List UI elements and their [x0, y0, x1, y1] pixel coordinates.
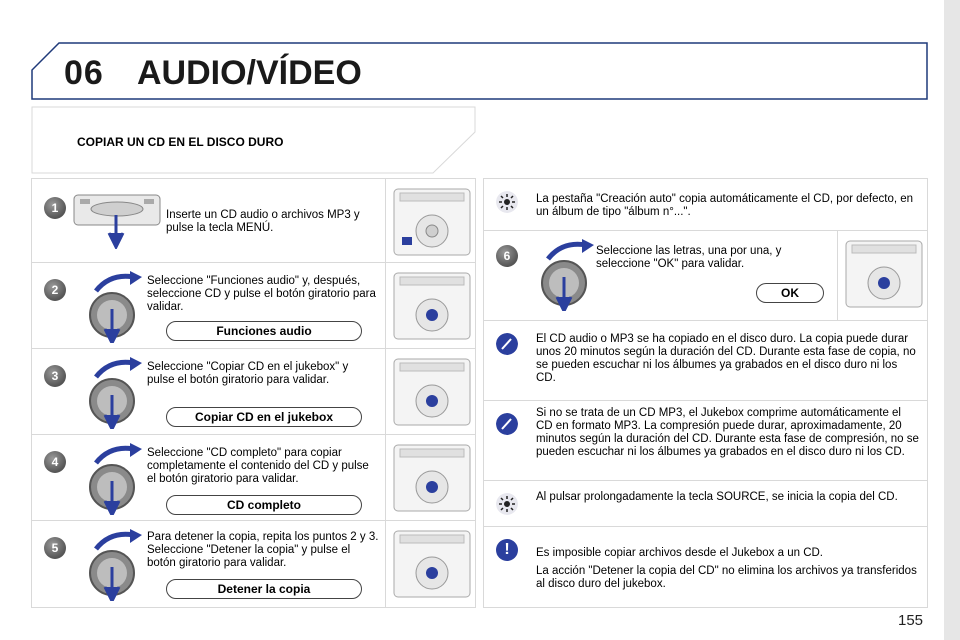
step-number-badge: 4: [44, 451, 66, 473]
step-row-2: 2 Seleccione "Funciones audio" y, despué…: [32, 263, 475, 349]
step-number-badge: 1: [44, 197, 66, 219]
notes-panel: La pestaña "Creación auto" copia automát…: [483, 178, 928, 608]
tip-sun-icon: [496, 191, 518, 213]
console-panel-icon: [393, 358, 471, 426]
note-pen-icon: [496, 413, 518, 435]
note-row-compress: Si no se trata de un CD MP3, el Jukebox …: [484, 401, 927, 481]
rotary-knob-icon: [89, 271, 142, 343]
step-number-badge: 5: [44, 537, 66, 559]
step-number-badge: 6: [496, 245, 518, 267]
radio-unit-icon: [73, 194, 161, 249]
console-panel-icon: [393, 444, 471, 512]
chapter-title: AUDIO/VÍDEO: [137, 54, 362, 92]
step-number-badge: 3: [44, 365, 66, 387]
step-row-6: 6 Seleccione las letras, una por una, y …: [484, 231, 927, 321]
note-row-copy-time: El CD audio o MP3 se ha copiado en el di…: [484, 321, 927, 401]
tip-text: Al pulsar prolongadamente la tecla SOURC…: [536, 491, 898, 503]
menu-option-button[interactable]: Detener la copia: [166, 579, 362, 599]
note-pen-icon: [496, 333, 518, 355]
section-title: COPIAR UN CD EN EL DISCO DURO: [77, 135, 284, 149]
chapter-number: 06: [64, 54, 104, 92]
menu-option-button[interactable]: CD completo: [166, 495, 362, 515]
step-text: Para detener la copia, repita los puntos…: [147, 531, 379, 569]
tip-row-auto: La pestaña "Creación auto" copia automát…: [484, 179, 927, 231]
step-row-1: 1 Inserte un CD audio o archivos MP3 y p…: [32, 179, 475, 263]
note-text: El CD audio o MP3 se ha copiado en el di…: [536, 333, 916, 384]
rotary-knob-icon: [89, 357, 142, 429]
step-text: Seleccione las letras, una por una, y se…: [596, 245, 782, 270]
warning-text: Es imposible copiar archivos desde el Ju…: [536, 547, 824, 559]
menu-option-button[interactable]: Copiar CD en el jukebox: [166, 407, 362, 427]
tip-row-source: Al pulsar prolongadamente la tecla SOURC…: [484, 481, 927, 527]
rotary-knob-icon: [541, 239, 594, 311]
console-panel-icon: [393, 272, 471, 340]
warning-text: La acción "Detener la copia del CD" no e…: [536, 565, 917, 590]
step-row-5: 5 Para detener la copia, repita los punt…: [32, 521, 475, 607]
page-edge-strip: [944, 0, 960, 640]
rotary-knob-icon: [89, 443, 142, 515]
steps-panel: 1 Inserte un CD audio o archivos MP3 y p…: [31, 178, 476, 608]
menu-option-button[interactable]: Funciones audio: [166, 321, 362, 341]
tip-sun-icon: [496, 493, 518, 515]
section-title-box: [31, 106, 476, 174]
rotary-knob-icon: [89, 529, 142, 601]
note-text: Si no se trata de un CD MP3, el Jukebox …: [536, 407, 919, 458]
ok-button[interactable]: OK: [756, 283, 824, 303]
step-number-badge: 2: [44, 279, 66, 301]
step-row-3: 3 Seleccione "Copiar CD en el jukebox" y…: [32, 349, 475, 435]
console-panel-icon: [393, 530, 471, 598]
step-text: Inserte un CD audio o archivos MP3 y pul…: [166, 209, 360, 234]
page-number: 155: [898, 612, 924, 629]
step-text: Seleccione "Funciones audio" y, después,…: [147, 275, 376, 313]
console-panel-icon: [393, 188, 471, 256]
step-text: Seleccione "CD completo" para copiar com…: [147, 447, 369, 485]
step-row-4: 4 Seleccione "CD completo" para copiar c…: [32, 435, 475, 521]
warning-exclamation-icon: !: [496, 539, 518, 561]
step-text: Seleccione "Copiar CD en el jukebox" y p…: [147, 361, 349, 386]
chapter-header: [31, 42, 928, 100]
tip-text: La pestaña "Creación auto" copia automát…: [536, 193, 914, 218]
warning-row: ! Es imposible copiar archivos desde el …: [484, 527, 927, 607]
console-panel-icon: [845, 240, 923, 308]
